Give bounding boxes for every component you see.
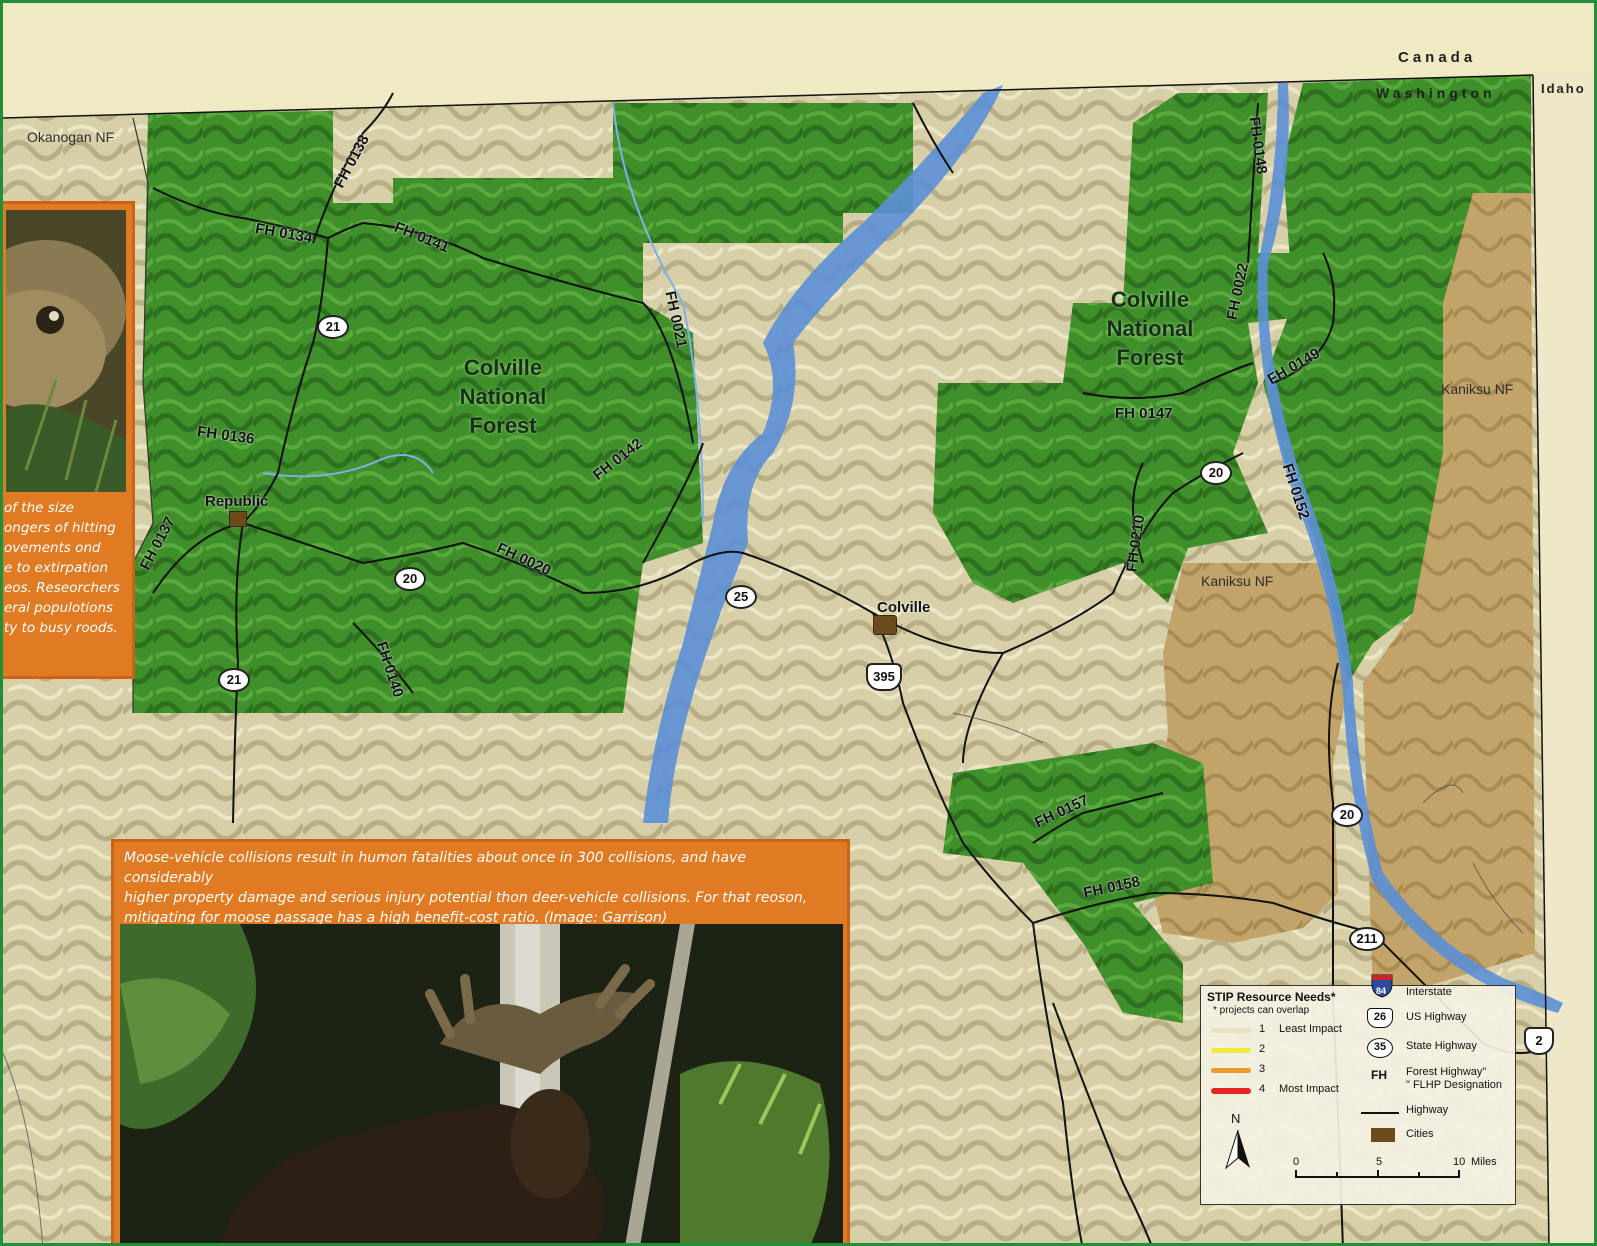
colville-west-forest xyxy=(133,103,703,713)
canada-border xyxy=(3,74,1534,119)
moose-photo xyxy=(120,924,843,1243)
sr25-shield: 25 xyxy=(725,585,757,609)
moose-text-line: higher property damage and serious injur… xyxy=(124,890,808,906)
toad-text-line: eos. Reseorchers xyxy=(4,580,120,596)
legend-level-2-num: 2 xyxy=(1259,1043,1266,1055)
toad-photo xyxy=(6,210,126,492)
scale-tick xyxy=(1336,1172,1338,1178)
scale-tick xyxy=(1458,1170,1460,1178)
sr21-north-shield: 21 xyxy=(317,315,349,339)
scale-ten: 10 xyxy=(1453,1156,1466,1168)
legend-flhp-designation: " FLHP Designation xyxy=(1406,1079,1503,1091)
moose-text-line: Moose-vehicle collisions result in humon… xyxy=(124,850,747,886)
moose-text-line: mitigating for moose passage has a high … xyxy=(124,910,668,926)
secondary-roads xyxy=(3,712,1524,1243)
scale-tick xyxy=(1377,1170,1379,1178)
scale-unit: Miles xyxy=(1471,1156,1497,1168)
toad-text-line: ovements ond xyxy=(4,540,101,556)
colville-west-line3: Forest xyxy=(469,413,537,438)
legend-highway: Highway xyxy=(1406,1104,1449,1116)
sr20-south-shield: 20 xyxy=(1331,803,1363,827)
republic-city-label: Republic xyxy=(205,493,269,510)
legend-level-1-num: 1 xyxy=(1259,1023,1266,1035)
legend-cities-swatch xyxy=(1371,1128,1395,1142)
colville-west-label: Colville National Forest xyxy=(443,353,563,440)
colville-east-line3: Forest xyxy=(1116,345,1184,370)
colville-city-marker xyxy=(873,615,897,635)
kaniksu-east-area xyxy=(1363,188,1535,1003)
toad-text-line: ongers of hitting xyxy=(4,520,116,536)
legend-level-1-label: Least Impact xyxy=(1279,1023,1342,1035)
colville-west-line2: National xyxy=(459,384,547,409)
kaniksu-nf-south-label: Kaniksu NF xyxy=(1201,573,1274,589)
us2-shield: 2 xyxy=(1524,1027,1554,1055)
legend-title: STIP Resource Needs* xyxy=(1207,990,1336,1004)
colville-west-line1: Colville xyxy=(463,355,543,380)
us-shield-icon: 26 xyxy=(1367,1008,1393,1028)
moose-illustration xyxy=(120,924,843,1243)
toad-callout: of the size ongers of hitting ovements o… xyxy=(3,201,135,679)
legend-level-4-label: Most Impact xyxy=(1279,1083,1339,1095)
colville-north-forest-block xyxy=(643,103,913,243)
colville-south-forest xyxy=(943,743,1213,1023)
colville-east-line1: Colville xyxy=(1110,287,1190,312)
interstate-shield-icon xyxy=(1371,974,1393,998)
okanogan-nf-label: Okanogan NF xyxy=(27,129,115,145)
legend-fh-code: FH xyxy=(1371,1068,1387,1082)
toad-text-line: of the size xyxy=(4,500,74,516)
sr20-west-shield: 20 xyxy=(394,567,426,591)
legend-level-4-num: 4 xyxy=(1259,1083,1266,1095)
sr21-south-shield: 21 xyxy=(218,668,250,692)
toad-illustration xyxy=(6,210,126,492)
toad-text-line: e to extirpation xyxy=(4,560,109,576)
legend-cities: Cities xyxy=(1406,1128,1434,1140)
washington-label: Washington xyxy=(1376,85,1496,101)
map-legend: STIP Resource Needs* * projects can over… xyxy=(1200,974,1516,1205)
legend-us-highway: US Highway xyxy=(1406,1011,1467,1023)
scale-tick xyxy=(1418,1172,1420,1178)
legend-highway-line xyxy=(1361,1112,1399,1114)
idaho-area xyxy=(1533,73,1594,1243)
fh0147-label: FH 0147 xyxy=(1115,405,1173,422)
state-shield-icon: 35 xyxy=(1367,1038,1393,1058)
sanpoil-creek xyxy=(262,454,434,478)
canada-label: Canada xyxy=(1398,49,1477,66)
legend-level-3-num: 3 xyxy=(1259,1063,1266,1075)
colville-east-line2: National xyxy=(1106,316,1194,341)
toad-text-line: ty to busy roods. xyxy=(4,620,118,636)
sr211-shield: 211 xyxy=(1349,927,1385,951)
moose-callout: Moose-vehicle collisions result in humon… xyxy=(111,839,850,1243)
north-label: N xyxy=(1231,1111,1241,1126)
legend-state-highway: State Highway xyxy=(1406,1040,1477,1052)
colville-east-forest xyxy=(933,93,1338,603)
legend-interstate: Interstate xyxy=(1406,986,1452,998)
colville-city-label: Colville xyxy=(877,599,931,616)
republic-city-marker xyxy=(229,511,247,527)
legend-forest-highway: Forest Highway" xyxy=(1406,1066,1487,1078)
us395-shield: 395 xyxy=(866,663,902,691)
legend-level-4-swatch xyxy=(1211,1088,1251,1094)
scale-zero: 0 xyxy=(1293,1156,1300,1168)
colville-east-label: Colville National Forest xyxy=(1090,285,1210,372)
toad-callout-text: of the size ongers of hitting ovements o… xyxy=(4,498,132,638)
idaho-label: Idaho xyxy=(1541,81,1586,96)
interstate-shield-num: 84 xyxy=(1376,986,1387,996)
north-arrow-icon xyxy=(1225,1129,1250,1170)
moose-callout-text: Moose-vehicle collisions result in humon… xyxy=(124,848,839,928)
sr20-colville-shield: 20 xyxy=(1200,461,1232,485)
legend-note: * projects can overlap xyxy=(1213,1005,1310,1016)
legend-level-2-swatch xyxy=(1211,1048,1251,1053)
scale-tick xyxy=(1295,1170,1297,1178)
toad-text-line: eral populotions xyxy=(4,600,114,616)
kaniksu-nf-east-label: Kaniksu NF xyxy=(1441,381,1514,397)
legend-level-3-swatch xyxy=(1211,1068,1251,1073)
pend-oreille-river xyxy=(1257,83,1563,1013)
scale-five: 5 xyxy=(1376,1156,1383,1168)
colville-northeast-forest xyxy=(1263,75,1531,683)
legend-level-1-swatch xyxy=(1211,1028,1251,1033)
